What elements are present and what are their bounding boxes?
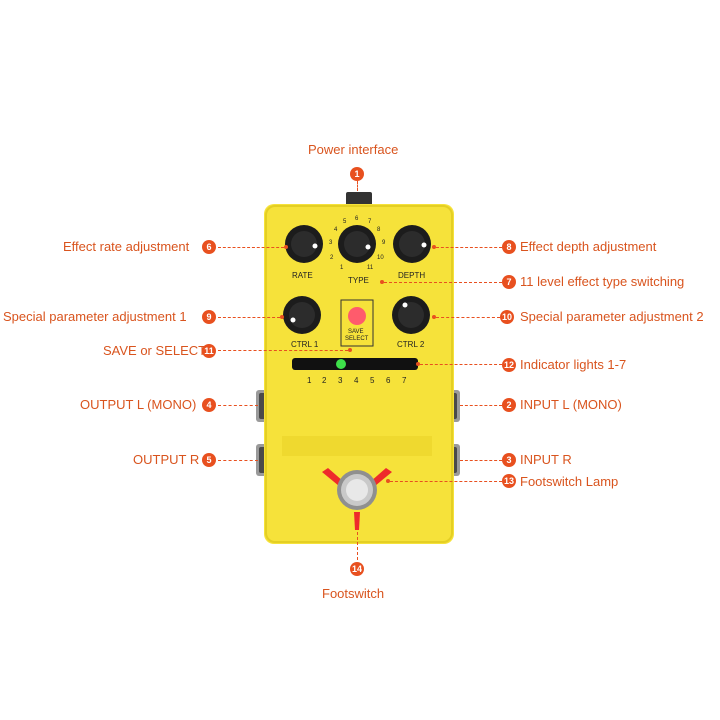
power-jack — [346, 192, 372, 206]
callout-input-l-text: INPUT L (MONO) — [520, 397, 622, 412]
type-scale-8: 8 — [377, 227, 381, 233]
pedal-edge — [265, 205, 453, 543]
callout-save-lead — [218, 350, 348, 351]
callout-output-l-lead — [218, 405, 258, 406]
indicator-num-4: 4 — [354, 376, 359, 385]
type-scale-10: 10 — [377, 255, 384, 261]
callout-type-lead — [384, 282, 502, 283]
callout-save-num: 11 — [202, 344, 216, 358]
callout-ctrl2-num: 10 — [500, 310, 514, 324]
indicator-led-active — [336, 359, 346, 369]
callout-power-lead — [357, 181, 358, 191]
indicator-num-5: 5 — [370, 376, 375, 385]
callout-input-l-lead — [460, 405, 502, 406]
callout-input-r-text: INPUT R — [520, 452, 572, 467]
callout-output-r-num: 5 — [202, 453, 216, 467]
indicator-num-6: 6 — [386, 376, 391, 385]
callout-power-num: 1 — [350, 167, 364, 181]
callout-output-r-lead — [218, 460, 258, 461]
callout-input-r-lead — [460, 460, 502, 461]
ctrl2-label: CTRL 2 — [397, 340, 425, 349]
type-scale-3: 3 — [329, 240, 333, 246]
callout-indicators-num: 12 — [502, 358, 516, 372]
type-scale-9: 9 — [382, 240, 386, 246]
callout-save-text: SAVE or SELECT — [103, 343, 207, 358]
callout-lamp-num: 13 — [502, 474, 516, 488]
callout-output-r-text: OUTPUT R — [133, 452, 200, 467]
callout-footswitch-lead — [357, 532, 358, 560]
footswitch-panel — [282, 436, 432, 456]
indicator-num-1: 1 — [307, 376, 312, 385]
save-select-button[interactable] — [340, 299, 374, 347]
callout-depth-num: 8 — [502, 240, 516, 254]
callout-output-l-num: 4 — [202, 398, 216, 412]
footswitch[interactable] — [337, 470, 377, 510]
callout-ctrl1-dot — [280, 315, 284, 319]
callout-type-text: 11 level effect type switching — [520, 274, 685, 289]
type-scale-1: 1 — [340, 265, 344, 271]
indicator-bar — [292, 358, 418, 370]
rate-knob[interactable] — [285, 225, 323, 263]
callout-rate-text: Effect rate adjustment — [63, 239, 190, 254]
type-scale-4: 4 — [334, 227, 338, 233]
callout-ctrl2-text: Special parameter adjustment 2 — [520, 309, 704, 324]
select-label: SELECT — [345, 336, 369, 342]
type-scale-11: 11 — [367, 265, 374, 271]
callout-lamp-dot — [386, 479, 390, 483]
ctrl1-knob[interactable] — [283, 296, 321, 334]
callout-indicators-text: Indicator lights 1-7 — [520, 357, 627, 372]
indicator-num-2: 2 — [322, 376, 327, 385]
callout-indicators-dot — [416, 362, 420, 366]
callout-ctrl2-lead — [436, 317, 500, 318]
callout-save-dot — [348, 348, 352, 352]
callout-type-dot — [380, 280, 384, 284]
callout-ctrl2-dot — [432, 315, 436, 319]
footswitch-lamp — [322, 468, 392, 530]
save-label: SAVE — [348, 329, 364, 335]
callout-input-r-num: 3 — [502, 453, 516, 467]
callout-footswitch-num: 14 — [350, 562, 364, 576]
callout-ctrl1-text: Special parameter adjustment 1 — [3, 309, 187, 324]
type-scale-7: 7 — [368, 219, 372, 225]
callout-depth-dot — [432, 245, 436, 249]
callout-type-num: 7 — [502, 275, 516, 289]
callout-depth-lead — [436, 247, 502, 248]
ctrl1-label: CTRL 1 — [291, 340, 319, 349]
depth-label: DEPTH — [398, 271, 426, 280]
callout-lamp-lead — [390, 481, 502, 482]
type-label: TYPE — [348, 276, 369, 285]
indicator-num-3: 3 — [338, 376, 343, 385]
rate-label: RATE — [292, 271, 313, 280]
callout-depth-text: Effect depth adjustment — [520, 239, 657, 254]
depth-knob[interactable] — [393, 225, 431, 263]
pedal-body — [264, 204, 454, 544]
callout-output-l-text: OUTPUT L (MONO) — [80, 397, 197, 412]
type-scale-5: 5 — [343, 219, 347, 225]
callout-footswitch-text: Footswitch — [322, 586, 385, 601]
type-scale-6: 6 — [355, 216, 359, 222]
callout-rate-lead — [218, 247, 284, 248]
callout-rate-dot — [284, 245, 288, 249]
callout-input-l-num: 2 — [502, 398, 516, 412]
indicator-num-7: 7 — [402, 376, 407, 385]
callout-rate-num: 6 — [202, 240, 216, 254]
callout-lamp-text: Footswitch Lamp — [520, 474, 619, 489]
ctrl2-knob[interactable] — [392, 296, 430, 334]
callout-ctrl1-lead — [218, 317, 280, 318]
type-scale-2: 2 — [330, 255, 334, 261]
callout-ctrl1-num: 9 — [202, 310, 216, 324]
callout-indicators-lead — [420, 364, 502, 365]
callout-power-text: Power interface — [308, 142, 399, 157]
type-knob[interactable] — [338, 225, 376, 263]
